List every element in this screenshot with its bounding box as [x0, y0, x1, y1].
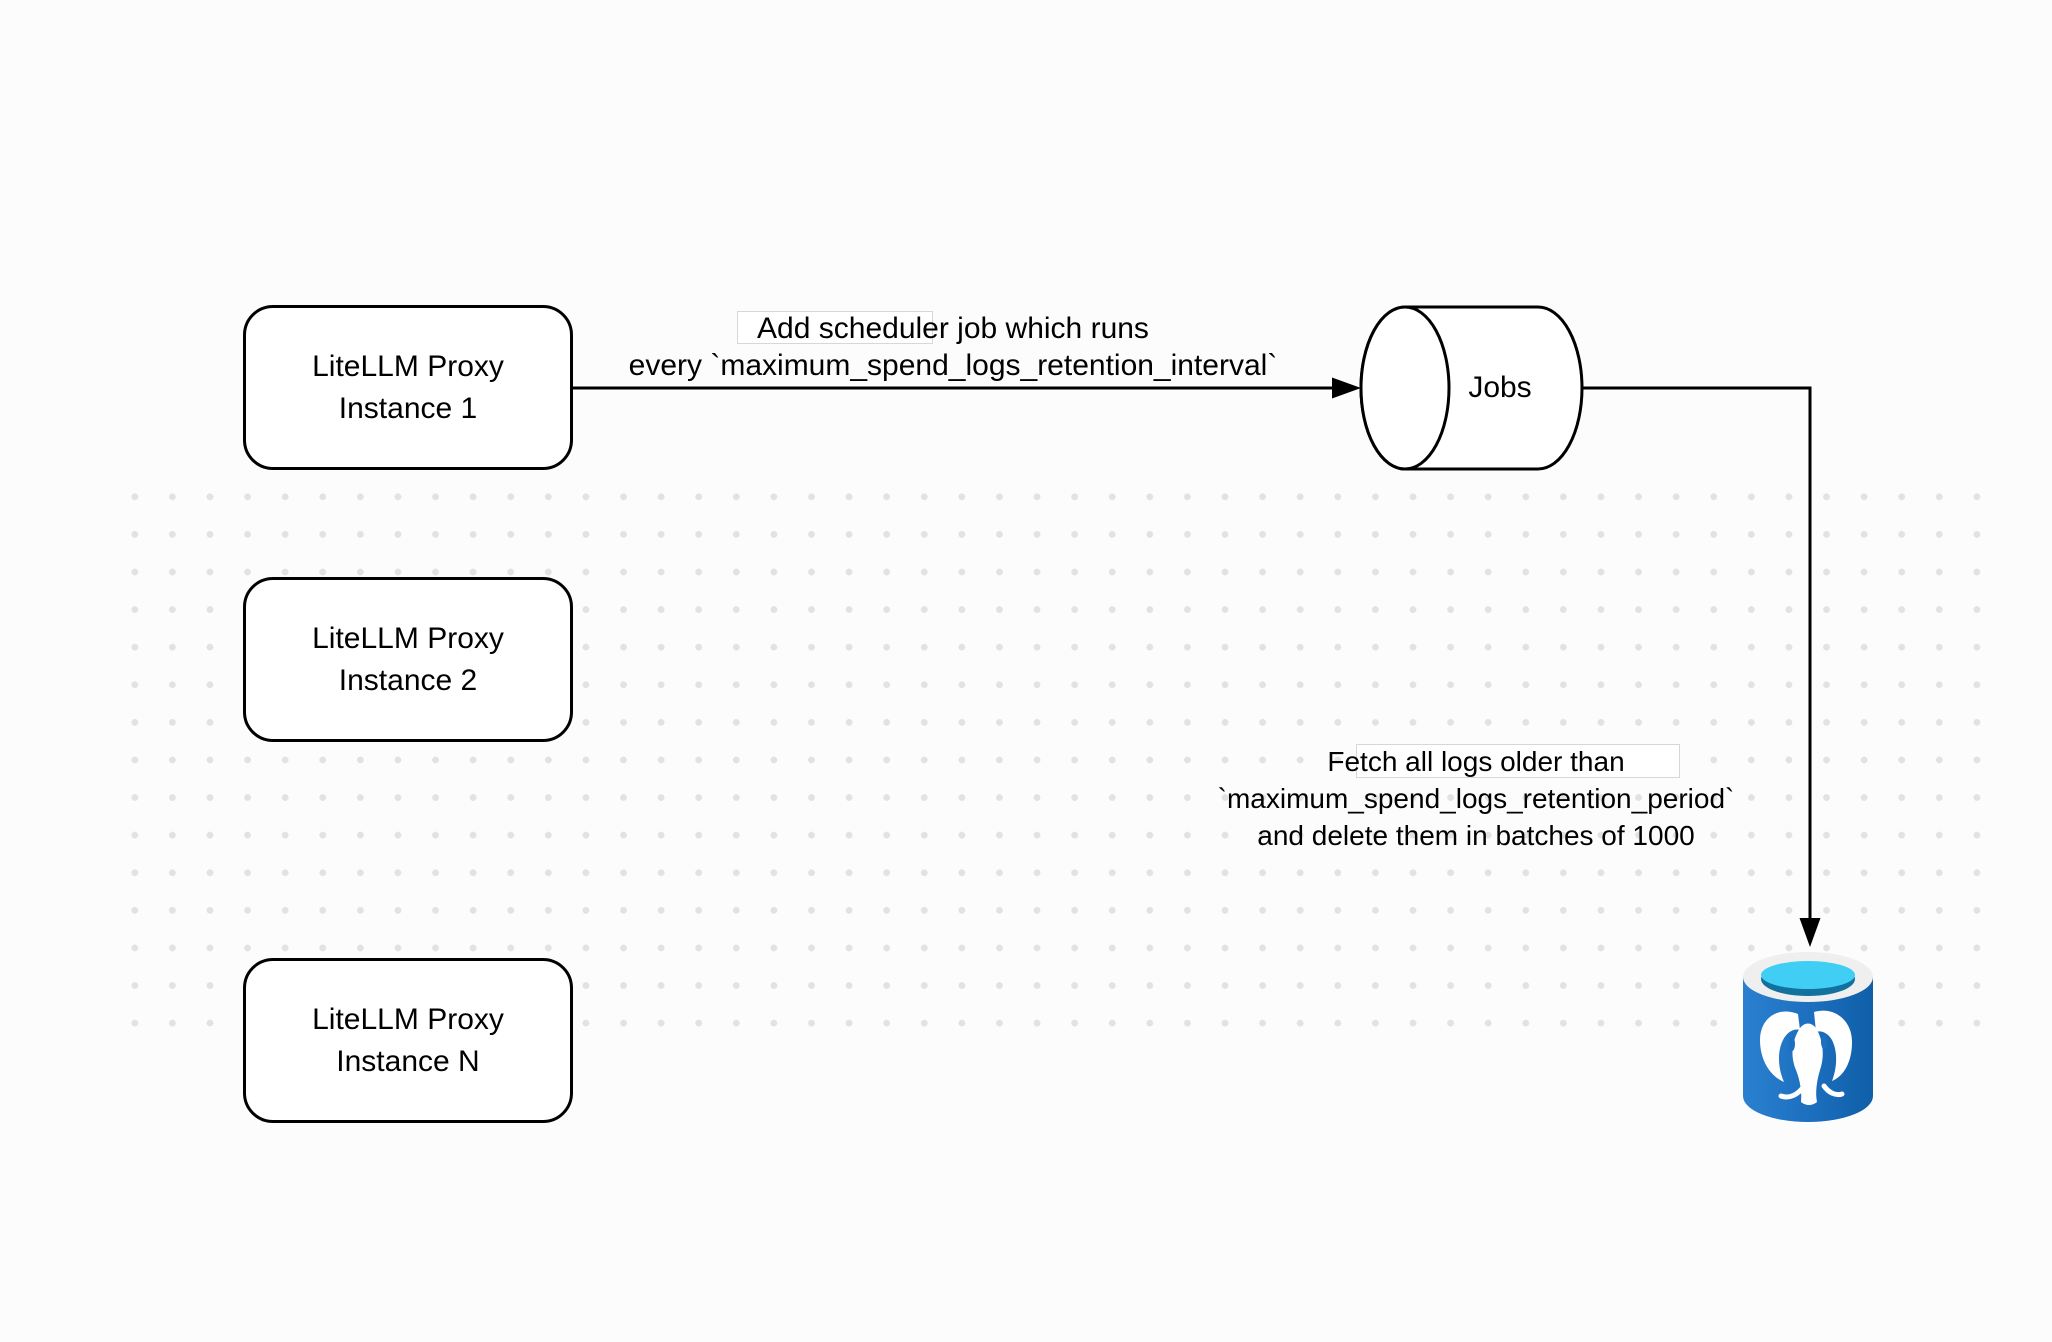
postgresql-database-icon	[1743, 952, 1873, 1122]
edge-label-line: Add scheduler job which runs	[757, 312, 1149, 345]
node-litellm-proxy-instance-n: LiteLLM Proxy Instance N	[243, 958, 573, 1123]
node-label: Instance 1	[338, 391, 478, 425]
node-label: Instance 2	[338, 663, 478, 697]
arrowhead-icon	[1799, 918, 1821, 947]
node-label: LiteLLM Proxy	[312, 1002, 504, 1036]
elephant-logo-icon	[1760, 1010, 1852, 1105]
edge-label-line: every `maximum_spend_logs_retention_inte…	[628, 349, 1278, 382]
edge-label-line: `maximum_spend_logs_retention_period`	[1217, 783, 1735, 814]
arrowhead-icon	[1332, 377, 1361, 399]
node-label: LiteLLM Proxy	[312, 349, 504, 383]
node-label: LiteLLM Proxy	[312, 621, 504, 655]
jobs-cylinder-shape	[1359, 305, 1584, 471]
edge-label-fetch: Fetch all logs older than `maximum_spend…	[1146, 743, 1806, 854]
node-label: Instance N	[336, 1044, 480, 1078]
node-litellm-proxy-instance-2: LiteLLM Proxy Instance 2	[243, 577, 573, 742]
edge-label-scheduler: Add scheduler job which runs every `maxi…	[553, 310, 1353, 384]
node-jobs-label: Jobs	[1468, 371, 1532, 404]
node-litellm-proxy-instance-1: LiteLLM Proxy Instance 1	[243, 305, 573, 470]
edge-proxy-to-jobs	[573, 377, 1361, 399]
label-background	[737, 311, 933, 344]
edge-label-line: Fetch all logs older than	[1327, 746, 1625, 777]
edge-label-line: and delete them in batches of 1000	[1257, 820, 1695, 851]
edge-jobs-to-database	[1582, 386, 1821, 947]
